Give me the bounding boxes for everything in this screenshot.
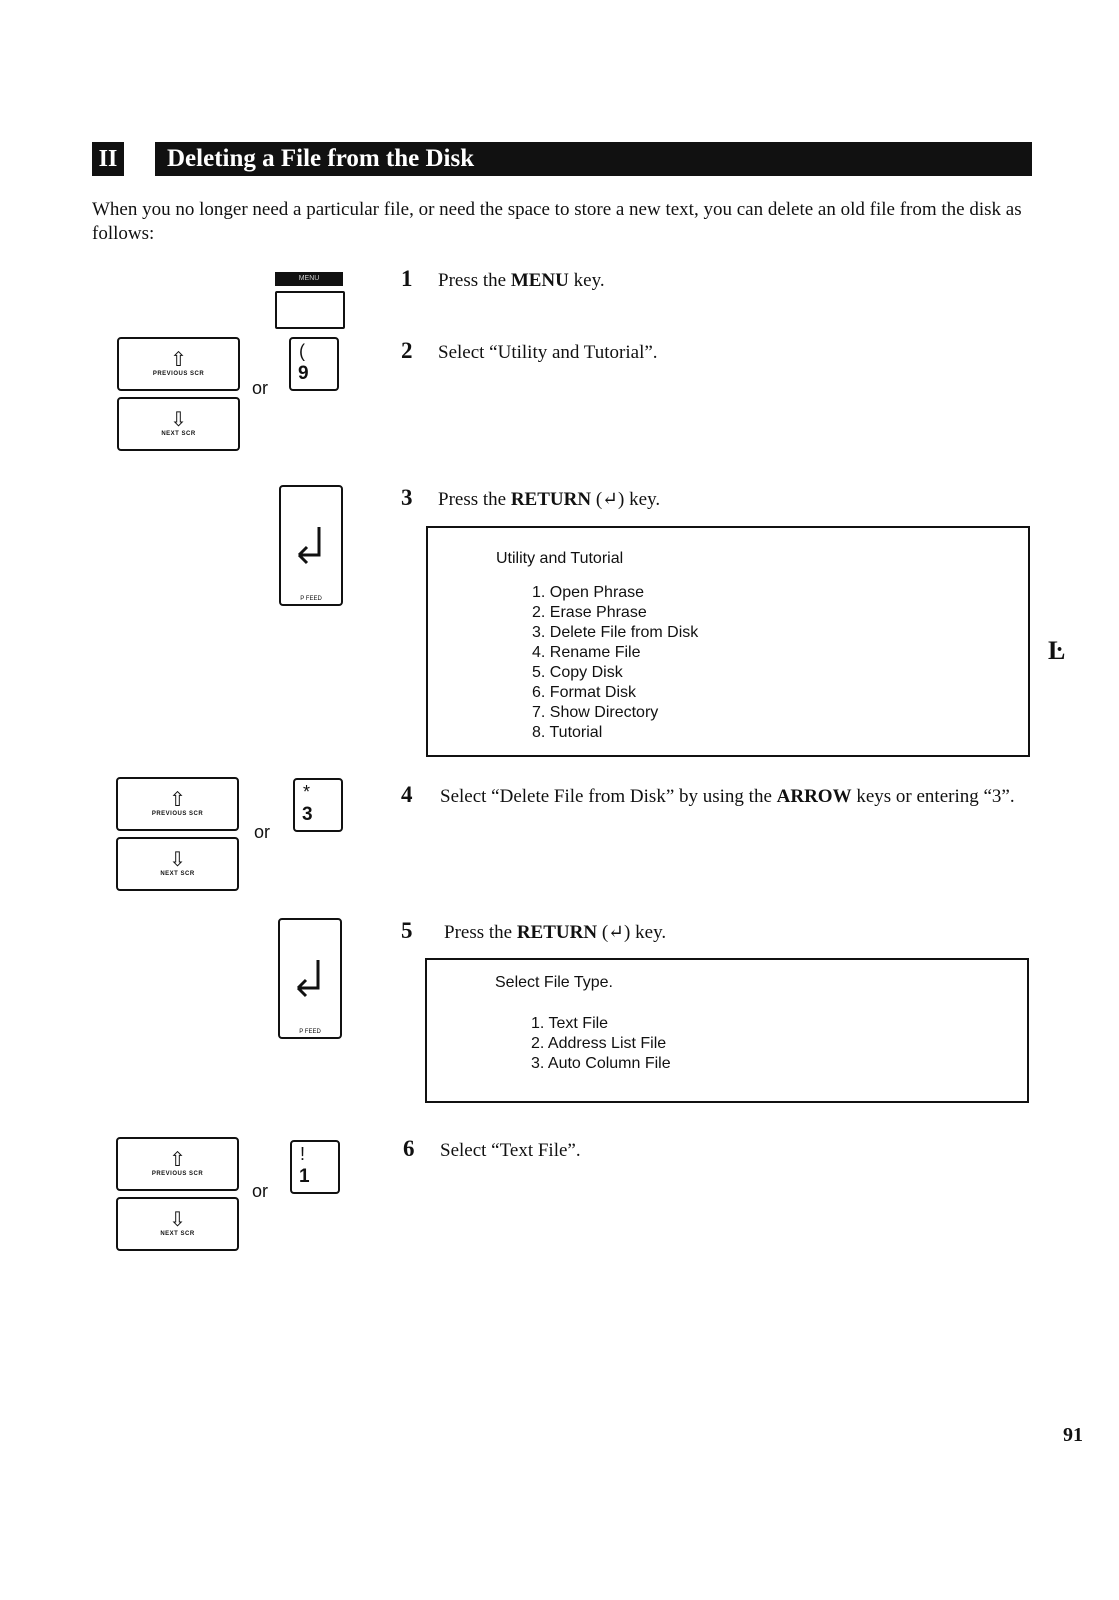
- step-number: 2: [401, 338, 413, 363]
- step-text: Press the RETURN (↵) key.: [438, 489, 661, 510]
- step-number: 5: [401, 918, 413, 943]
- or-label: or: [254, 822, 271, 842]
- list-item: 2. Erase Phrase: [532, 604, 647, 621]
- step-number: 3: [401, 485, 413, 510]
- key-label: P FEED: [299, 1029, 321, 1035]
- step-number: 4: [401, 782, 413, 807]
- list-item: 3. Auto Column File: [531, 1055, 671, 1072]
- or-label: or: [252, 378, 269, 398]
- return-arrow-icon: [296, 960, 320, 998]
- key-label: NEXT SCR: [160, 1231, 195, 1237]
- list-item: 8. Tutorial: [532, 724, 603, 741]
- step-text: Select “Delete File from Disk” by using …: [440, 786, 1015, 807]
- list-item: 1. Text File: [531, 1015, 609, 1032]
- down-arrow-icon: ⇩: [169, 1209, 186, 1231]
- file-type-list: 1. Text File 2. Address List File 3. Aut…: [531, 1014, 671, 1074]
- key-label: PREVIOUS SCR: [152, 371, 205, 377]
- step-number: 6: [403, 1136, 415, 1161]
- key-label: NEXT SCR: [160, 871, 195, 877]
- list-item: 3. Delete File from Disk: [532, 624, 699, 641]
- list-item: 5. Copy Disk: [532, 664, 623, 681]
- list-item: 6. Format Disk: [532, 684, 637, 701]
- key-label: NEXT SCR: [161, 431, 196, 437]
- next-screen-key: ⇩ NEXT SCR: [117, 397, 240, 451]
- step-text: Select “Text File”.: [440, 1140, 581, 1161]
- return-key: P FEED: [278, 918, 342, 1039]
- step-number: 1: [401, 266, 413, 291]
- menu-key: [275, 291, 345, 329]
- key-label: PREVIOUS SCR: [151, 811, 204, 817]
- key-label: PREVIOUS SCR: [151, 1171, 204, 1177]
- list-item: 7. Show Directory: [532, 704, 659, 721]
- margin-mark: Ŀ: [1048, 636, 1066, 665]
- next-screen-key: ⇩ NEXT SCR: [116, 837, 239, 891]
- up-arrow-icon: ⇧: [170, 349, 187, 371]
- step-text: Press the RETURN (↵) key.: [444, 922, 667, 943]
- list-item: 4. Rename File: [532, 644, 641, 661]
- intro-paragraph: When you no longer need a particular fil…: [92, 199, 1022, 244]
- list-item: 1. Open Phrase: [532, 584, 645, 601]
- key-label: P FEED: [300, 596, 322, 602]
- up-arrow-icon: ⇧: [169, 1149, 186, 1171]
- file-type-screen: Select File Type. 1. Text File 2. Addres…: [425, 958, 1029, 1103]
- key-3: * 3: [293, 778, 343, 832]
- menu-list: 1. Open Phrase 2. Erase Phrase 3. Delete…: [532, 583, 698, 743]
- return-key: P FEED: [279, 485, 343, 606]
- key-9: ( 9: [289, 337, 339, 391]
- step-text: Press the MENU key.: [438, 270, 605, 291]
- screen-title: Utility and Tutorial: [496, 550, 624, 567]
- section-title: Deleting a File from the Disk: [155, 142, 1032, 176]
- list-item: 2. Address List File: [531, 1035, 667, 1052]
- or-label: or: [252, 1181, 269, 1201]
- down-arrow-icon: ⇩: [170, 409, 187, 431]
- up-arrow-icon: ⇧: [169, 789, 186, 811]
- next-screen-key: ⇩ NEXT SCR: [116, 1197, 239, 1251]
- previous-screen-key: ⇧ PREVIOUS SCR: [116, 777, 239, 831]
- previous-screen-key: ⇧ PREVIOUS SCR: [117, 337, 240, 391]
- utility-menu-screen: Utility and Tutorial 1. Open Phrase 2. E…: [426, 526, 1030, 757]
- screen-title: Select File Type.: [495, 974, 613, 991]
- previous-screen-key: ⇧ PREVIOUS SCR: [116, 1137, 239, 1191]
- key-1: ! 1: [290, 1140, 340, 1194]
- step-text: Select “Utility and Tutorial”.: [438, 342, 658, 363]
- return-arrow-icon: [297, 527, 321, 565]
- down-arrow-icon: ⇩: [169, 849, 186, 871]
- menu-key-cap: MENU: [275, 272, 343, 286]
- section-number: II: [92, 142, 124, 176]
- page-number: 91: [1063, 1424, 1083, 1446]
